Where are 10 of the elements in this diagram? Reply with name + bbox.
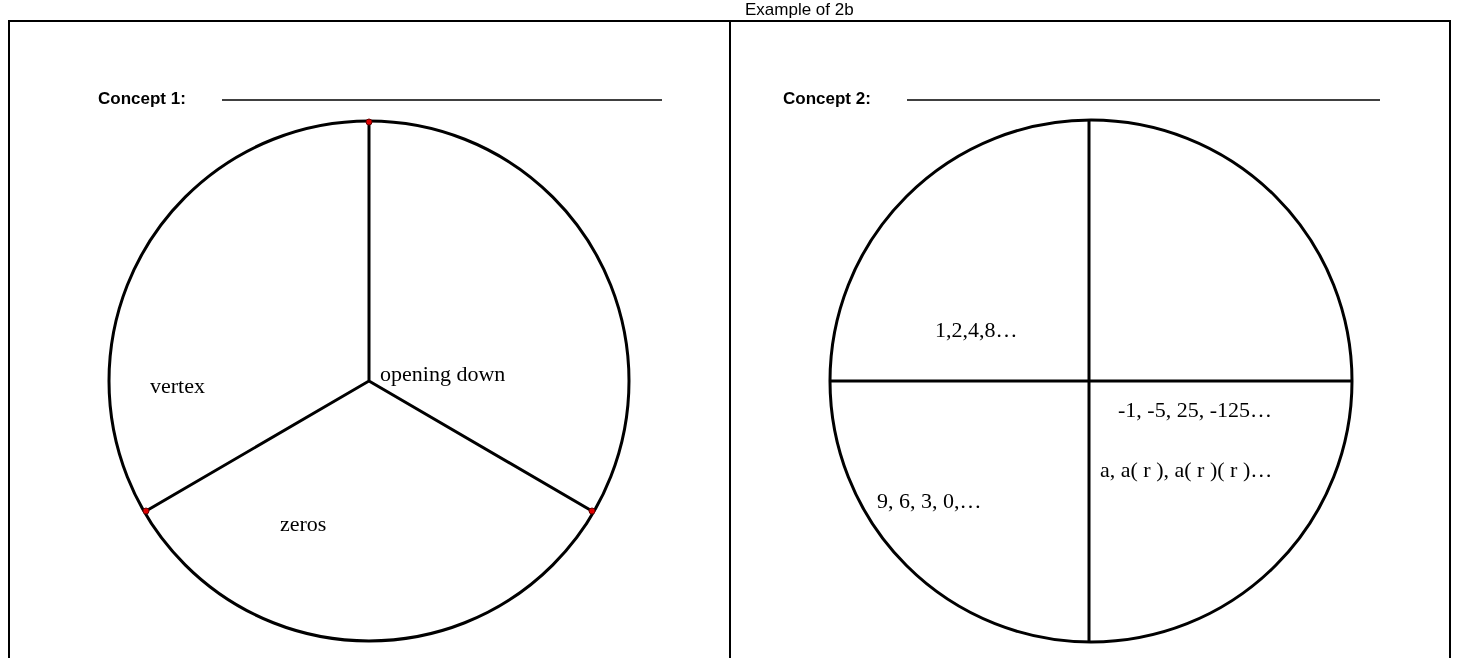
page-title: Example of 2b — [745, 1, 854, 18]
sector-label: -1, -5, 25, -125… — [1118, 399, 1272, 421]
sector-label: 1,2,4,8… — [935, 319, 1018, 341]
sector-label: zeros — [280, 513, 327, 535]
sector-label: vertex — [150, 375, 205, 397]
sector-label: a, a( r ), a( r )( r )… — [1100, 459, 1273, 481]
concept-heading: Concept 2: — [783, 90, 871, 107]
sector-label: 9, 6, 3, 0,… — [877, 490, 982, 512]
sector-label: opening down — [380, 363, 506, 385]
concept-heading: Concept 1: — [98, 90, 186, 107]
